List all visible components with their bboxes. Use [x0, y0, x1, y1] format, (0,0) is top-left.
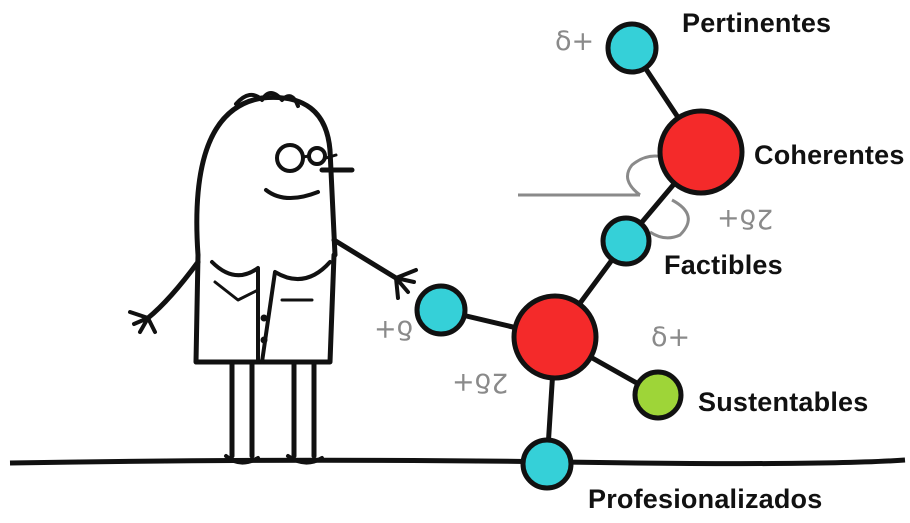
label-pertinentes: Pertinentes: [682, 8, 832, 38]
charge-pertinentes: δ+: [555, 26, 595, 57]
scientist-head: [194, 94, 338, 258]
scientist-left-arm: [145, 259, 201, 321]
scientist-illustration: [128, 91, 418, 465]
scientist-left-leg: [229, 359, 255, 459]
atom-coherentes: [657, 108, 745, 196]
atom-profesionalizados: [520, 437, 574, 491]
ground-line: [9, 457, 906, 467]
scientist-hair: [234, 91, 300, 108]
charge-left: δ+: [374, 314, 414, 345]
atom-center: [511, 293, 599, 381]
scientist-right-arm: [331, 237, 399, 281]
scientist-glasses-right: [307, 146, 327, 166]
scientist-glasses-left: [275, 143, 305, 173]
label-profesionalizados: Profesionalizados: [588, 484, 823, 514]
scientist-smile: [264, 188, 320, 200]
atom-sustentables: [632, 369, 684, 421]
atoms: [414, 21, 745, 491]
label-factibles: Factibles: [664, 250, 783, 280]
scientist-right-leg: [291, 359, 317, 459]
atom-pertinentes: [605, 21, 659, 75]
label-coherentes: Coherentes: [754, 140, 905, 170]
atom-factibles: [600, 215, 652, 267]
charge-sustentables: δ+: [651, 322, 691, 353]
charge-center: 2δ+: [452, 367, 509, 398]
label-sustentables: Sustentables: [698, 387, 869, 417]
charge-coherentes: 2δ+: [717, 203, 774, 234]
atom-left: [414, 283, 468, 337]
